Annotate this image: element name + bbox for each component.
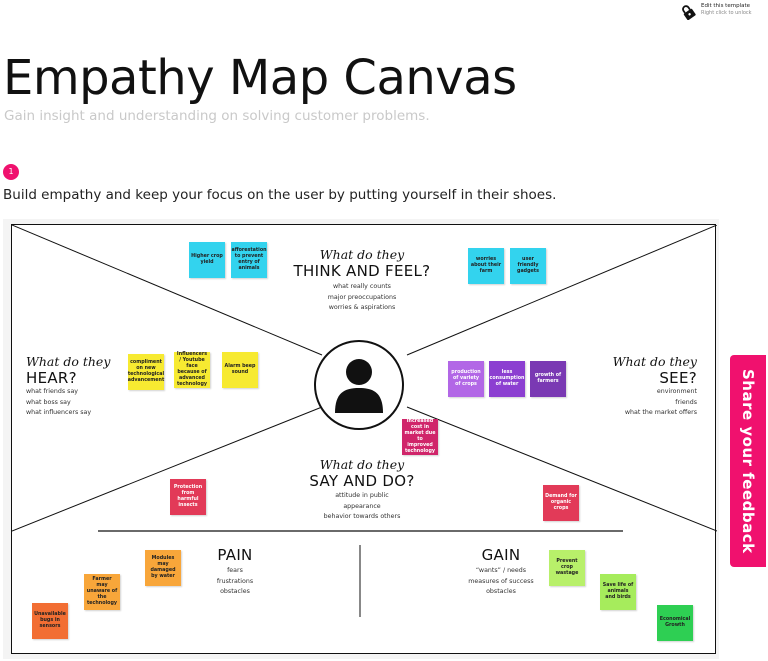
hear-title: HEAR? [26,369,77,387]
gain-section: GAIN “wants” / needs measures of success… [453,546,549,598]
pain-title: PAIN [217,546,253,564]
unlock-title: Edit this template [701,3,751,9]
sticky-note[interactable]: Prevent crop wastage [549,550,585,586]
hear-section: What do they HEAR? what friends say what… [26,355,110,419]
sticky-note[interactable]: afforestation to prevent entry of animal… [231,242,267,278]
sticky-note[interactable]: Demand for organic crops [543,485,579,521]
sticky-note[interactable]: Influencers / Youtube face because of ad… [174,352,210,388]
say-do-section: What do they SAY AND DO? attitude in pub… [287,458,437,523]
pain-hint: frustrations [216,577,254,585]
see-hint: environment [656,388,697,395]
empathy-map-canvas: What do they THINK AND FEEL? what really… [11,224,717,654]
think-hint: worries & aspirations [328,304,396,311]
sticky-note[interactable]: Increased cost in market due to improved… [402,419,438,455]
sticky-note[interactable]: Unavailable bugs in sensors [32,603,68,639]
see-hint: what the market offers [624,409,697,416]
sticky-note[interactable]: Alarm beep sound [222,352,258,388]
see-section: What do they SEE? environment friends wh… [612,355,697,419]
share-feedback-button[interactable]: Share your feedback [730,355,766,567]
sticky-note[interactable]: growth of farmers [530,361,566,397]
think-hint: what really counts [333,283,391,290]
think-hint: major preoccupations [327,293,397,301]
pain-hint: obstacles [220,588,250,595]
say-hint: behavior towards others [323,513,401,520]
hear-hint: what influencers say [26,409,92,416]
gain-title: GAIN [481,546,521,564]
sticky-note[interactable]: Save life of animals and birds [600,574,636,610]
sticky-note[interactable]: Modules may damaged by water [145,550,181,586]
pain-section: PAIN fears frustrations obstacles [187,546,283,598]
unlock-hint[interactable]: Edit this template Right click to unlock [680,3,752,20]
sticky-note[interactable]: worries about their farm [468,248,504,284]
sticky-note[interactable]: less consumption of water [489,361,525,397]
think-feel-section: What do they THINK AND FEEL? what really… [282,248,442,314]
person-icon [335,359,383,413]
say-script: What do they [319,457,405,472]
page-title: Empathy Map Canvas [3,50,517,106]
step-instruction: Build empathy and keep your focus on the… [3,187,557,203]
sticky-note[interactable]: Higher crop yield [189,242,225,278]
think-title: THINK AND FEEL? [293,262,431,280]
sticky-note[interactable]: production of variety of crops [448,361,484,397]
lock-icon [682,5,696,20]
hear-hint: what boss say [26,398,71,406]
see-hint: friends [675,398,697,406]
see-title: SEE? [659,369,697,387]
sticky-note[interactable]: compliment on new technological advancem… [128,354,164,390]
hear-hint: what friends say [26,388,79,395]
unlock-subtitle: Right click to unlock [701,10,752,16]
gain-hint: obstacles [486,588,516,595]
user-avatar-circle [314,340,404,430]
sticky-note[interactable]: Economical Growth [657,605,693,641]
hear-script: What do they [26,354,111,369]
think-script: What do they [319,247,405,262]
gain-hint: “wants” / needs [475,567,527,574]
say-title: SAY AND DO? [309,472,415,490]
sticky-note[interactable]: Protection from harmful insects [170,479,206,515]
sticky-note[interactable]: Farmer may unaware of the technology [84,574,120,610]
see-script: What do they [612,354,697,369]
gain-hint: measures of success [468,577,534,585]
map-divider-lines [12,225,717,617]
step-number-badge: 1 [3,164,19,180]
sticky-note[interactable]: user friendly gadgets [510,248,546,284]
page-subtitle: Gain insight and understanding on solvin… [4,108,430,124]
pain-hint: fears [227,567,243,574]
say-hint: attitude in public [335,492,389,499]
empathy-map-board: What do they THINK AND FEEL? what really… [3,219,719,659]
share-feedback-label: Share your feedback [739,368,757,554]
say-hint: appearance [343,502,381,510]
